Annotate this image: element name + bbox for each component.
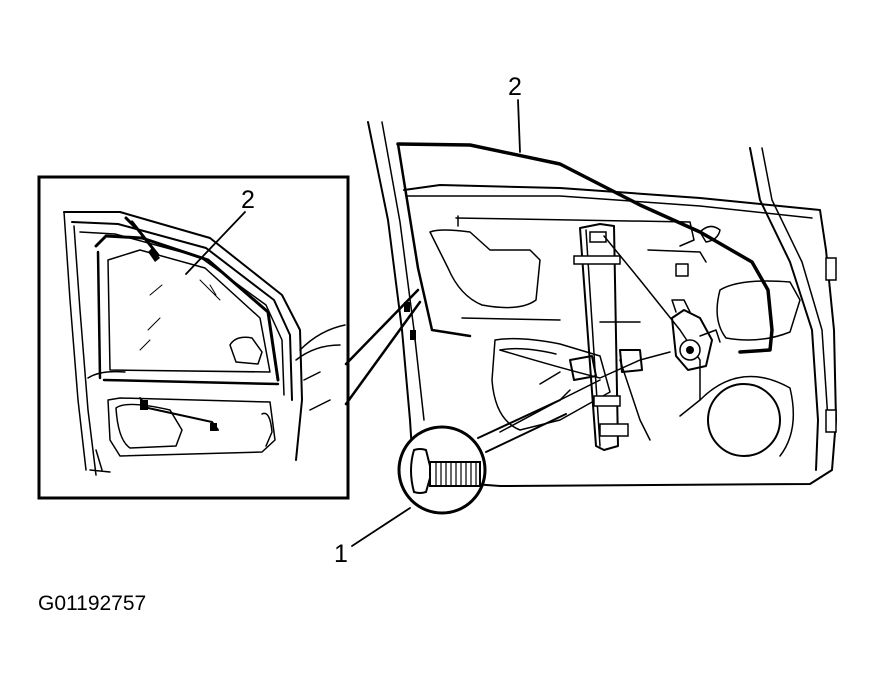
inset-window-frame — [63, 211, 303, 461]
inset-glass-channel — [94, 234, 280, 382]
rivet-icon — [410, 448, 431, 494]
regulator-rail — [579, 223, 619, 451]
inset-detail — [37, 175, 350, 500]
callout-2-main: 2 — [508, 73, 522, 101]
inset-window-glass — [107, 249, 271, 373]
b-pillar — [749, 147, 819, 471]
figure-id: G01192757 — [38, 592, 147, 615]
door-outer-edge — [403, 184, 837, 487]
callout-1-fastener: 1 — [334, 540, 348, 568]
speaker — [707, 383, 781, 457]
inset-frame — [37, 175, 350, 500]
window-motor — [671, 299, 721, 371]
main-door — [367, 99, 837, 487]
callout-2-inset: 2 — [241, 186, 255, 214]
main-glass-channel — [396, 142, 774, 354]
fastener-detail — [351, 399, 567, 547]
inner-panel-upper — [429, 229, 541, 309]
